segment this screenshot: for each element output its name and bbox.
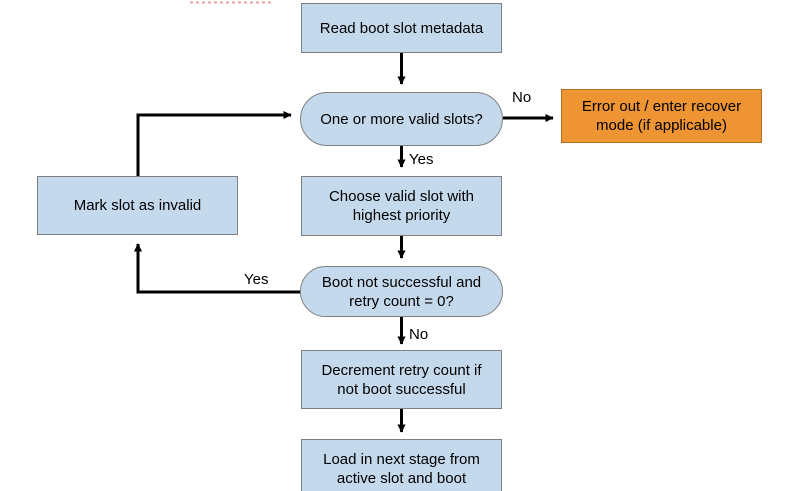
edge-bootcheck-to-markinvalid — [133, 243, 300, 294]
node-label-line2: not boot successful — [337, 380, 466, 398]
node-read-boot-slot-metadata[interactable]: Read boot slot metadata — [301, 3, 502, 53]
edge-label-valid-slots-yes: Yes — [409, 151, 434, 168]
node-one-or-more-valid-slots[interactable]: One or more valid slots? — [300, 92, 503, 146]
node-label: Mark slot as invalid — [73, 197, 202, 214]
node-label: Read boot slot metadata — [319, 19, 484, 37]
node-label-line1: Decrement retry count if — [321, 361, 482, 379]
node-decrement-retry-count[interactable]: Decrement retry count if not boot succes… — [301, 350, 502, 409]
node-label: One or more valid slots? — [320, 110, 483, 128]
edge-label-valid-slots-no: No — [512, 89, 532, 106]
node-error-out-recover-mode[interactable]: Error out / enter recover mode (if appli… — [561, 89, 762, 143]
edge-label-boot-check-yes: Yes — [244, 271, 269, 288]
node-mark-slot-as-invalid[interactable]: Mark slot as invalid — [37, 176, 238, 235]
node-boot-not-successful-retry-zero[interactable]: Boot not successful and retry count = 0? — [300, 266, 503, 317]
edge-label-boot-check-no: No — [409, 326, 429, 343]
node-label-line1: Error out / enter recover — [581, 98, 742, 115]
node-load-next-stage[interactable]: Load in next stage from active slot and … — [301, 439, 502, 491]
node-label-line2: mode (if applicable) — [596, 117, 727, 134]
edge-markinvalid-to-valid — [136, 110, 292, 176]
node-label-line2: active slot and boot — [336, 469, 467, 487]
node-label-line2: retry count = 0? — [349, 292, 454, 310]
node-label-line1: Load in next stage from — [323, 450, 480, 468]
node-label-line1: Boot not successful and — [321, 273, 482, 291]
node-label-line2: highest priority — [352, 207, 451, 224]
node-choose-valid-slot[interactable]: Choose valid slot with highest priority — [301, 176, 502, 236]
node-label-line1: Choose valid slot with — [328, 188, 475, 205]
